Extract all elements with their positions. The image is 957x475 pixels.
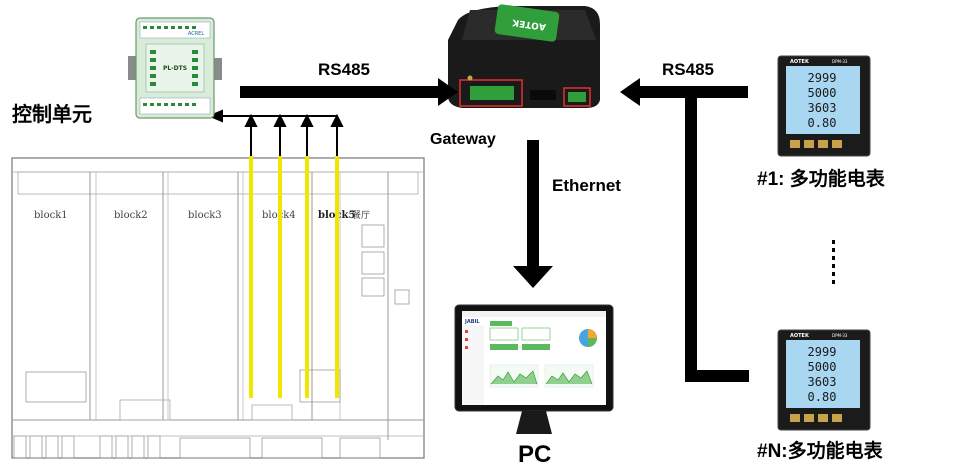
meter-1-reading: 3603 <box>808 101 837 115</box>
meter-n-reading: 0.80 <box>808 390 837 404</box>
meter-1-brand: AOTEK <box>790 59 810 65</box>
ethernet-label: Ethernet <box>552 176 621 195</box>
pc-label: PC <box>518 441 552 468</box>
control-module-image <box>128 17 222 119</box>
meter-n-model: DPM-33 <box>832 333 848 338</box>
meter-n-label: #N:多功能电表 <box>757 441 883 462</box>
ethernet-arrow <box>513 140 553 288</box>
gateway-brand: AOTEK <box>511 17 547 32</box>
rs485-left-label: RS485 <box>318 60 370 79</box>
meter-n-image <box>777 329 871 431</box>
meter-1-reading: 0.80 <box>808 116 837 130</box>
ellipsis-dots <box>832 240 835 284</box>
meter-bus-line <box>685 92 749 382</box>
module-model: PL-DTS <box>163 65 187 72</box>
gateway-image <box>448 4 600 108</box>
sensor-bus-arrows <box>207 109 344 156</box>
control-unit-label: 控制单元 <box>12 104 92 126</box>
meter-n-reading: 3603 <box>808 375 837 389</box>
sensor-lines <box>249 156 339 398</box>
rs485-right-arrow <box>620 78 748 106</box>
block-label: block1 <box>34 210 68 221</box>
meter-n-reading: 5000 <box>808 360 837 374</box>
floor-plan <box>11 157 425 459</box>
block-label: block2 <box>114 210 148 221</box>
meter-1-model: DPM-33 <box>832 59 848 64</box>
block-label: block3 <box>188 210 222 221</box>
meter-n-brand: AOTEK <box>790 333 810 339</box>
pc-monitor-image <box>454 304 614 434</box>
meter-n-reading: 2999 <box>808 345 837 359</box>
meter-1-label: #1: 多功能电表 <box>757 169 885 190</box>
rs485-left-arrow <box>240 78 458 106</box>
gateway-label: Gateway <box>430 131 496 148</box>
monitor-logo: JABIL <box>464 319 480 325</box>
module-brand: ACREL <box>188 31 204 37</box>
meter-1-reading: 2999 <box>808 71 837 85</box>
room-label: 餐厅 <box>352 209 370 221</box>
meter-1-image <box>777 55 871 157</box>
meter-1-reading: 5000 <box>808 86 837 100</box>
rs485-right-label: RS485 <box>662 60 714 79</box>
